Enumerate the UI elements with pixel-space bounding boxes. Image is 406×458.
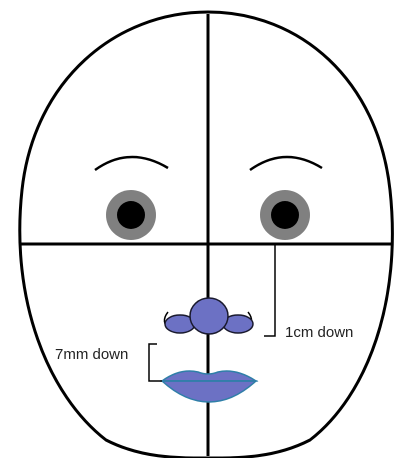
left-pupil [117,201,145,229]
right-eye [260,190,310,240]
lip-offset-label: 7mm down [55,346,128,363]
nose-offset-label: 1cm down [285,324,353,341]
left-eye [106,190,156,240]
nose-tip [190,298,228,334]
right-pupil [271,201,299,229]
